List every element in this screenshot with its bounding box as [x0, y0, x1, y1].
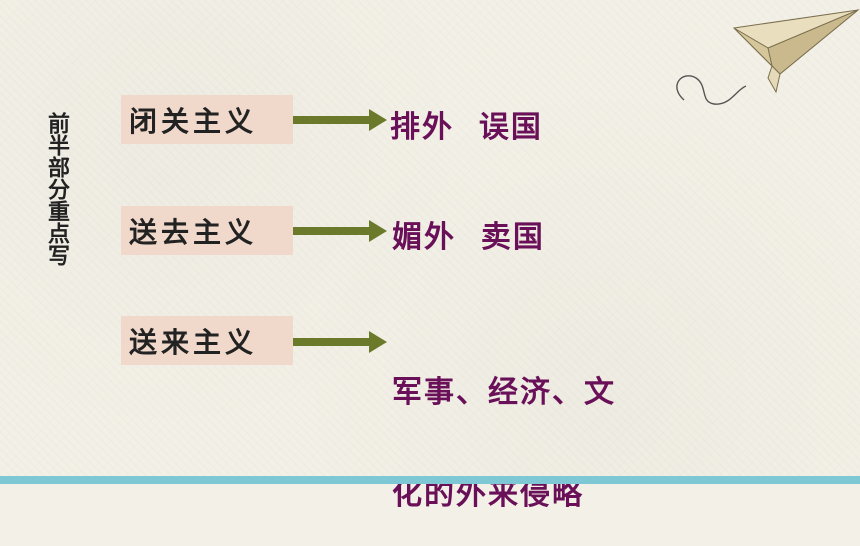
- result-text: 排外 误国: [390, 110, 543, 145]
- arrow-icon: [293, 220, 388, 242]
- term-label: 闭关主义: [129, 104, 258, 138]
- term-box-songlai: 送来主义: [121, 316, 293, 365]
- term-box-biguan: 闭关主义: [121, 95, 293, 144]
- result-line-1: 军事、经济、文: [392, 375, 616, 410]
- bottom-accent-strip: [0, 476, 860, 484]
- result-text-multiline: 军事、经济、文 化的外来侵略: [392, 308, 616, 546]
- paper-airplane-icon: [676, 9, 860, 105]
- term-label: 送去主义: [129, 215, 258, 249]
- term-box-songqu: 送去主义: [121, 206, 293, 255]
- result-text: 媚外 卖国: [392, 220, 545, 255]
- arrow-icon: [293, 331, 388, 353]
- term-label: 送来主义: [129, 325, 258, 359]
- side-title: 前半部分重点写: [44, 112, 70, 266]
- arrow-icon: [293, 109, 388, 131]
